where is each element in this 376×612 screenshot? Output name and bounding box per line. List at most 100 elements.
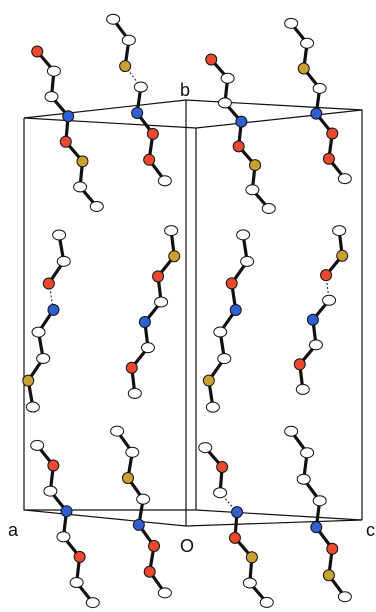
sulfur-atom — [119, 60, 132, 73]
unit-cell-edge-top — [23, 99, 363, 520]
oxygen-atom — [31, 45, 44, 58]
oxygen-atom — [148, 540, 161, 553]
oxygen-atom — [216, 461, 229, 474]
carbon-atom — [85, 597, 100, 609]
carbon-atom — [322, 294, 337, 306]
carbon-atom — [236, 229, 251, 241]
carbon-atom — [337, 591, 352, 603]
carbon-atom — [106, 13, 121, 25]
oxygen-atom — [228, 531, 241, 544]
carbon-atom — [205, 401, 220, 413]
oxygen-atom — [326, 542, 339, 555]
sulfur-atom — [22, 374, 35, 387]
nitrogen-atom — [310, 521, 323, 534]
molecule — [22, 229, 71, 413]
sulfur-atom — [245, 551, 258, 564]
carbon-atom — [30, 439, 45, 451]
nitrogen-atom — [138, 316, 151, 329]
carbon-atom — [110, 425, 125, 437]
oxygen-atom — [232, 140, 245, 153]
nitrogen-atom — [229, 304, 242, 317]
molecule — [293, 225, 349, 395]
carbon-atom — [284, 17, 299, 29]
sulfur-atom — [168, 250, 181, 263]
unit-cell-edge-bottom — [24, 509, 363, 521]
molecule — [202, 229, 255, 413]
carbon-atom — [295, 383, 310, 395]
molecule — [106, 13, 172, 187]
sulfur-atom — [336, 249, 349, 262]
carbon-atom — [36, 352, 51, 364]
nitrogen-atom — [62, 110, 75, 123]
carbon-atom — [261, 202, 276, 214]
carbon-atom — [242, 577, 257, 589]
carbon-atom — [284, 425, 299, 437]
carbon-atom — [43, 485, 58, 497]
unit-cell-edge-front-top — [23, 117, 197, 129]
carbon-atom — [164, 225, 179, 237]
nitrogen-atom — [132, 518, 145, 531]
axis-label-origin: O — [180, 536, 194, 556]
carbon-atom — [31, 326, 46, 338]
carbon-atom — [44, 91, 59, 103]
unit-cell — [23, 99, 363, 527]
carbon-atom — [136, 493, 151, 505]
carbon-atom — [312, 82, 327, 94]
molecule — [198, 442, 274, 608]
carbon-atom — [56, 531, 71, 543]
nitrogen-atom — [60, 505, 73, 518]
sulfur-atom — [121, 471, 134, 484]
carbon-atom — [46, 65, 61, 77]
molecule — [110, 425, 172, 599]
carbon-atom — [127, 387, 142, 399]
oxygen-atom — [152, 270, 165, 283]
carbon-atom — [198, 442, 213, 454]
carbon-atom — [121, 34, 136, 46]
axis-label-c: c — [366, 520, 375, 540]
axis-label-b: b — [180, 80, 190, 100]
oxygen-atom — [73, 550, 86, 563]
carbon-atom — [157, 587, 172, 599]
oxygen-atom — [326, 127, 339, 140]
oxygen-atom — [205, 53, 218, 66]
carbon-atom — [217, 97, 232, 109]
nitrogen-atom — [235, 115, 248, 128]
oxygen-atom — [42, 277, 55, 290]
sulfur-atom — [249, 159, 262, 172]
molecule — [31, 45, 104, 212]
carbon-atom — [217, 353, 232, 365]
molecule — [284, 17, 352, 185]
oxygen-atom — [59, 135, 72, 148]
carbon-atom — [300, 447, 315, 459]
sulfur-atom — [76, 155, 89, 168]
carbon-atom — [157, 175, 172, 187]
carbon-atom — [259, 596, 274, 608]
carbon-atom — [213, 326, 228, 338]
oxygen-atom — [293, 358, 306, 371]
carbon-atom — [332, 225, 347, 237]
carbon-atom — [213, 487, 228, 499]
unit-cell-edge-front — [195, 109, 363, 129]
nitrogen-atom — [231, 506, 244, 519]
oxygen-atom — [143, 565, 156, 578]
carbon-atom — [69, 577, 84, 589]
oxygen-atom — [320, 269, 333, 282]
sulfur-atom — [202, 374, 215, 387]
carbon-atom — [337, 173, 352, 185]
oxygen-atom — [47, 459, 60, 472]
oxygen-atom — [125, 361, 138, 374]
nitrogen-atom — [310, 107, 323, 120]
nitrogen-atom — [47, 303, 60, 316]
sulfur-atom — [297, 62, 310, 75]
oxygen-atom — [322, 152, 335, 165]
carbon-atom — [89, 200, 104, 212]
carbon-atom — [73, 181, 88, 193]
molecules — [22, 13, 352, 609]
carbon-atom — [296, 473, 311, 485]
carbon-atom — [25, 401, 40, 413]
oxygen-atom — [143, 153, 156, 166]
carbon-atom — [240, 255, 255, 267]
carbon-atom — [133, 81, 148, 93]
molecule — [284, 425, 352, 603]
